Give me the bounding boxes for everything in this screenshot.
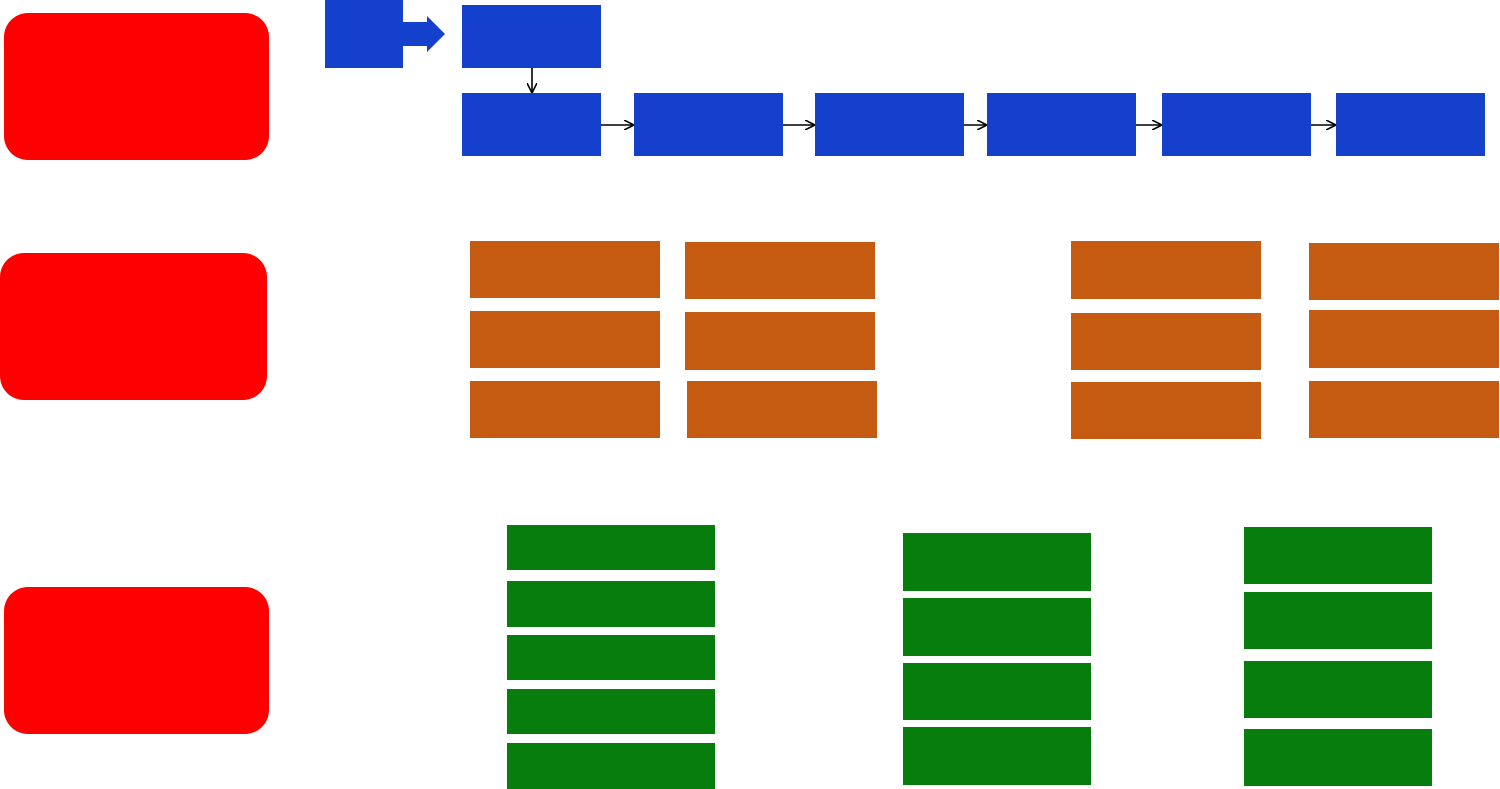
- orange-stack-2-block-3: [687, 381, 877, 438]
- orange-stack-2-block-2: [685, 312, 875, 370]
- flow-chain-node-5: [1162, 93, 1311, 156]
- flow-chain-node-3: [815, 93, 964, 156]
- green-stack-1-block-2: [507, 581, 715, 627]
- green-stack-1-block-4: [507, 689, 715, 734]
- green-stack-2-block-4: [903, 727, 1091, 785]
- row-2-label-box: [0, 253, 267, 400]
- orange-stack-1-block-3: [470, 381, 660, 438]
- flow-start-node: [325, 0, 403, 68]
- flow-chain-node-6: [1336, 93, 1485, 156]
- orange-stack-3-block-2: [1071, 313, 1261, 370]
- green-stack-2-block-1: [903, 533, 1091, 591]
- green-stack-1-block-3: [507, 635, 715, 680]
- orange-stack-1-block-2: [470, 311, 660, 368]
- flow-top-node: [462, 5, 601, 68]
- green-stack-3-block-2: [1244, 592, 1432, 649]
- green-stack-3-block-4: [1244, 729, 1432, 786]
- flow-chain-node-1: [462, 93, 601, 156]
- orange-stack-1-block-1: [470, 241, 660, 298]
- orange-stack-2-block-1: [685, 242, 875, 299]
- green-stack-1-block-1: [507, 525, 715, 570]
- flow-block-arrow: [403, 16, 445, 52]
- flow-chain-node-4: [987, 93, 1136, 156]
- orange-stack-4-block-2: [1309, 310, 1499, 368]
- orange-stack-3-block-3: [1071, 382, 1261, 439]
- orange-stack-4-block-1: [1309, 243, 1499, 300]
- row-3-label-box: [4, 587, 269, 734]
- green-stack-3-block-3: [1244, 661, 1432, 718]
- orange-stack-4-block-3: [1309, 381, 1499, 438]
- flow-chain-node-2: [634, 93, 783, 156]
- green-stack-2-block-2: [903, 598, 1091, 656]
- green-stack-2-block-3: [903, 663, 1091, 720]
- row-1-label-box: [4, 13, 269, 160]
- green-stack-1-block-5: [507, 743, 715, 789]
- orange-stack-3-block-1: [1071, 241, 1261, 299]
- green-stack-3-block-1: [1244, 527, 1432, 584]
